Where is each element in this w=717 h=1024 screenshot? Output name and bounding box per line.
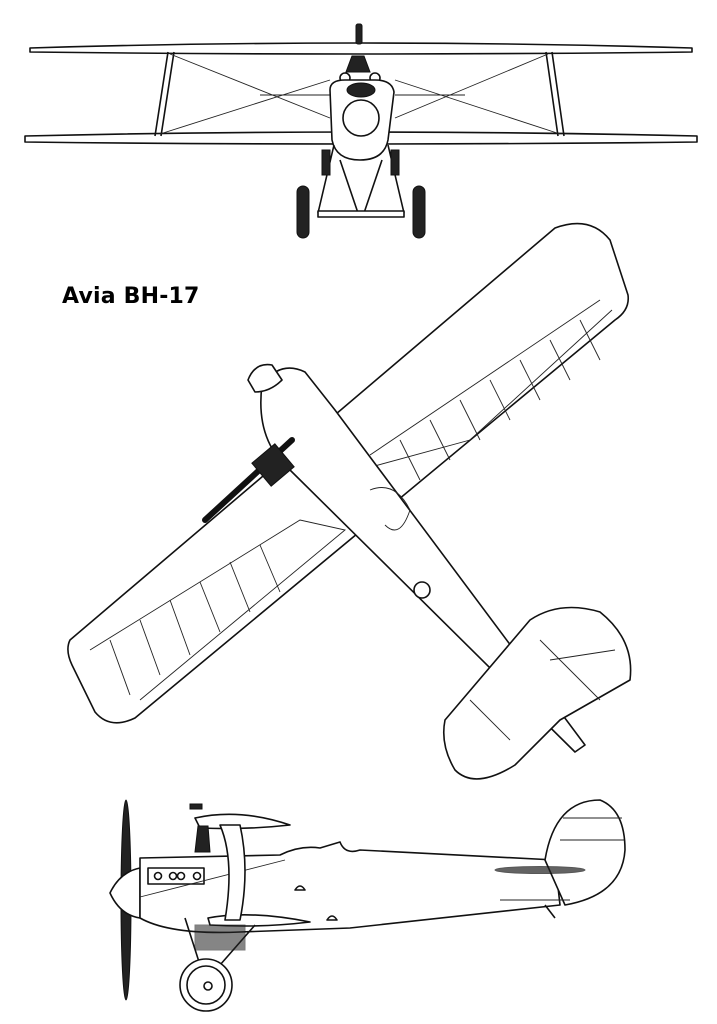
drawing-title: Avia BH-17 <box>62 284 200 309</box>
top-view <box>67 222 632 780</box>
front-view <box>24 23 698 239</box>
side-view <box>109 799 626 1012</box>
